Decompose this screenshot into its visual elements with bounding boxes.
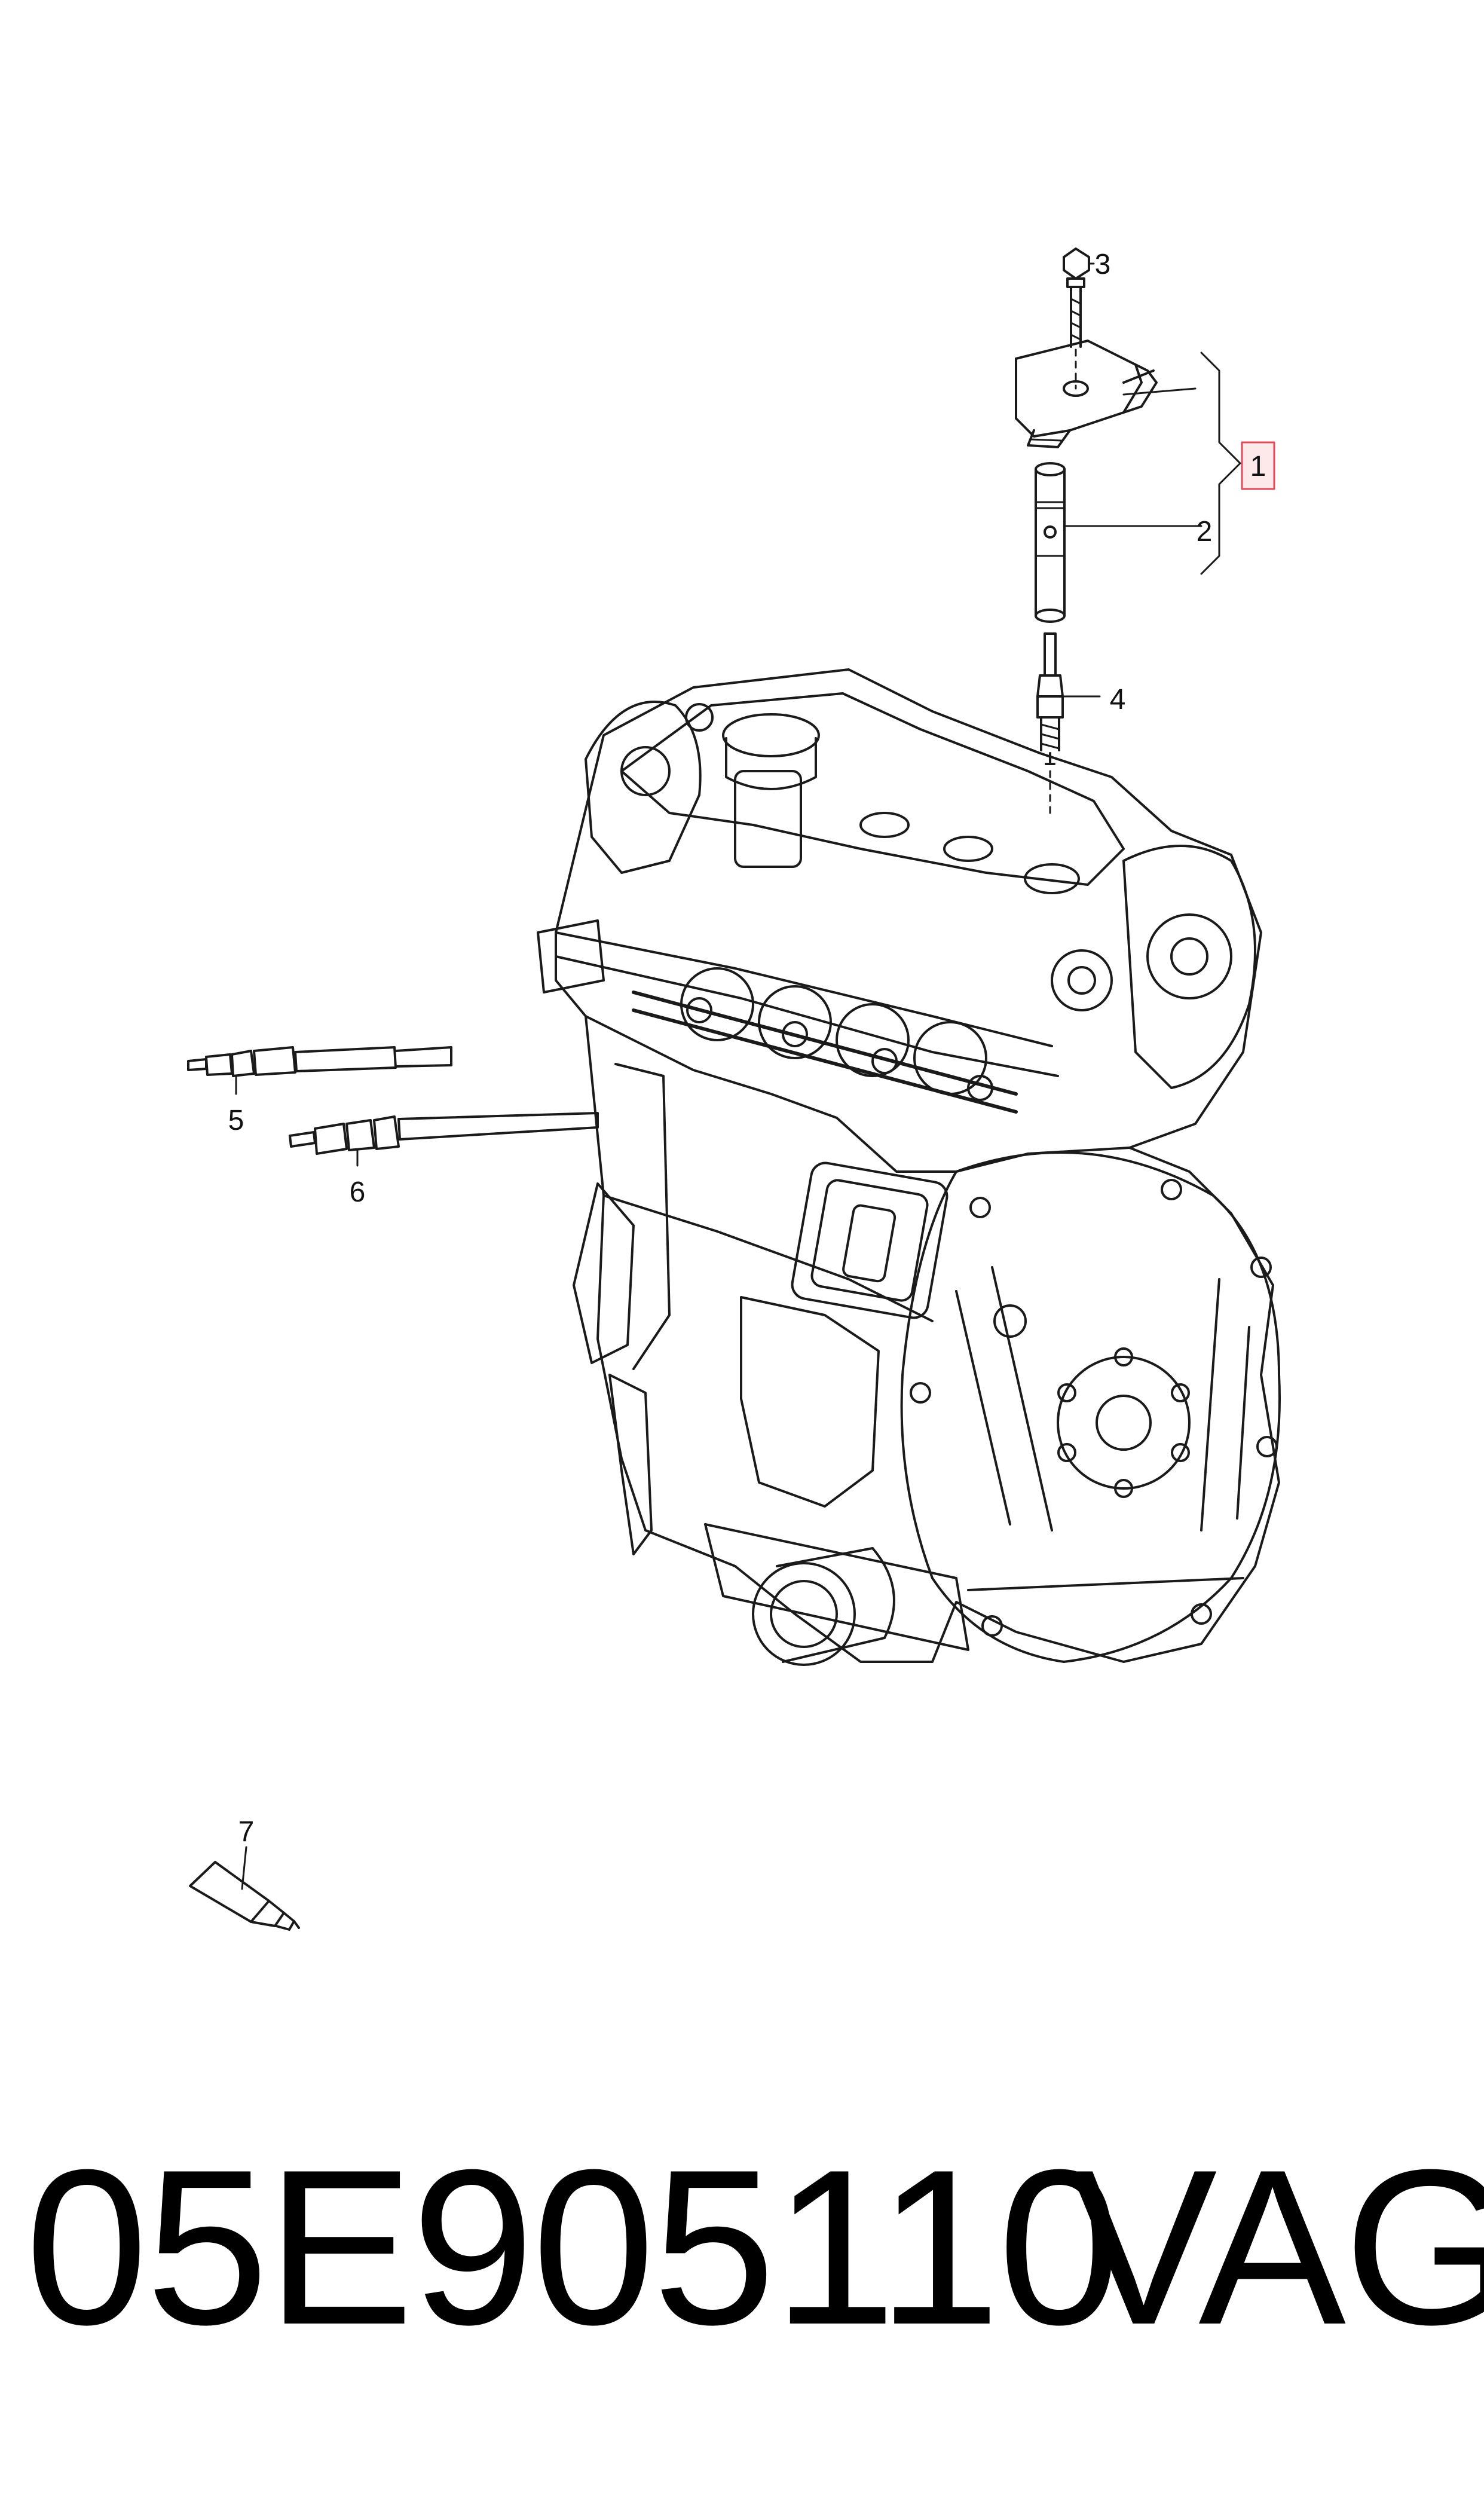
- callout-4-label[interactable]: 4: [1110, 684, 1126, 716]
- callout-1-label: 1: [1250, 451, 1266, 482]
- assembly-bracket: [1200, 351, 1241, 575]
- glow-plug-5-drawing: [187, 1046, 452, 1095]
- part-number-text: 05E905110: [25, 2124, 1121, 2371]
- brand-text: VAG: [1070, 2124, 1484, 2371]
- sealant-tube-drawing: [189, 1846, 300, 1931]
- engine-block-drawing: [537, 668, 1281, 1666]
- ignition-coil-rod-drawing: [1035, 462, 1203, 623]
- bolt-part-drawing: [1063, 247, 1090, 390]
- callout-7-label[interactable]: 7: [238, 1816, 255, 1848]
- callout-1-box[interactable]: 1: [1241, 441, 1275, 490]
- ignition-coil-head-drawing: [1015, 340, 1197, 448]
- callout-2-label[interactable]: 2: [1197, 516, 1213, 548]
- glow-plug-6-drawing: [289, 1112, 599, 1167]
- callout-6-label[interactable]: 6: [350, 1176, 366, 1208]
- callout-5-label[interactable]: 5: [228, 1105, 244, 1136]
- spark-plug-drawing: [1036, 632, 1101, 814]
- callout-3-label[interactable]: 3: [1095, 249, 1111, 280]
